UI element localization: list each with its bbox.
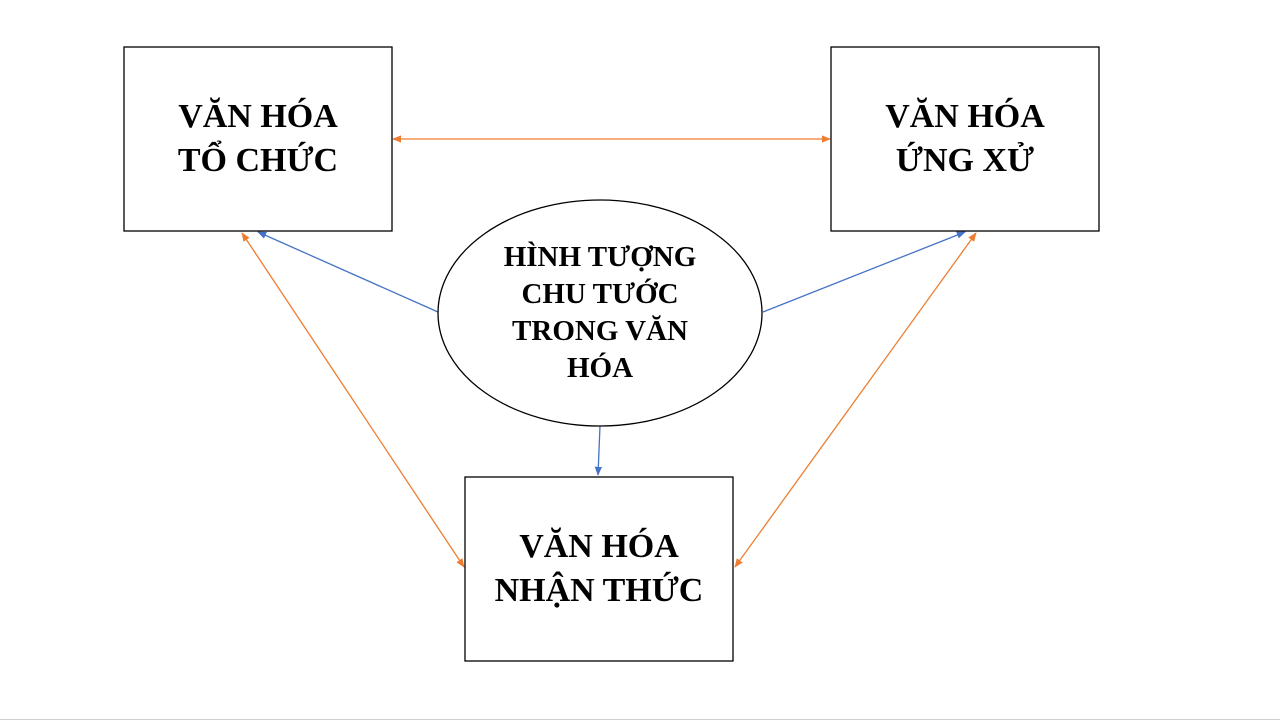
box-behavior (830, 46, 1100, 232)
arrow-organization-cognition (241, 232, 465, 568)
arrow-behavior-cognition (734, 232, 977, 568)
arrow-center-cognition (594, 425, 602, 476)
box-organization (123, 46, 393, 232)
ellipse-center (437, 199, 763, 427)
box-cognition (464, 476, 734, 662)
bottom-divider (0, 719, 1280, 720)
arrow-center-behavior (762, 231, 966, 313)
arrow-center-organization (257, 231, 439, 313)
